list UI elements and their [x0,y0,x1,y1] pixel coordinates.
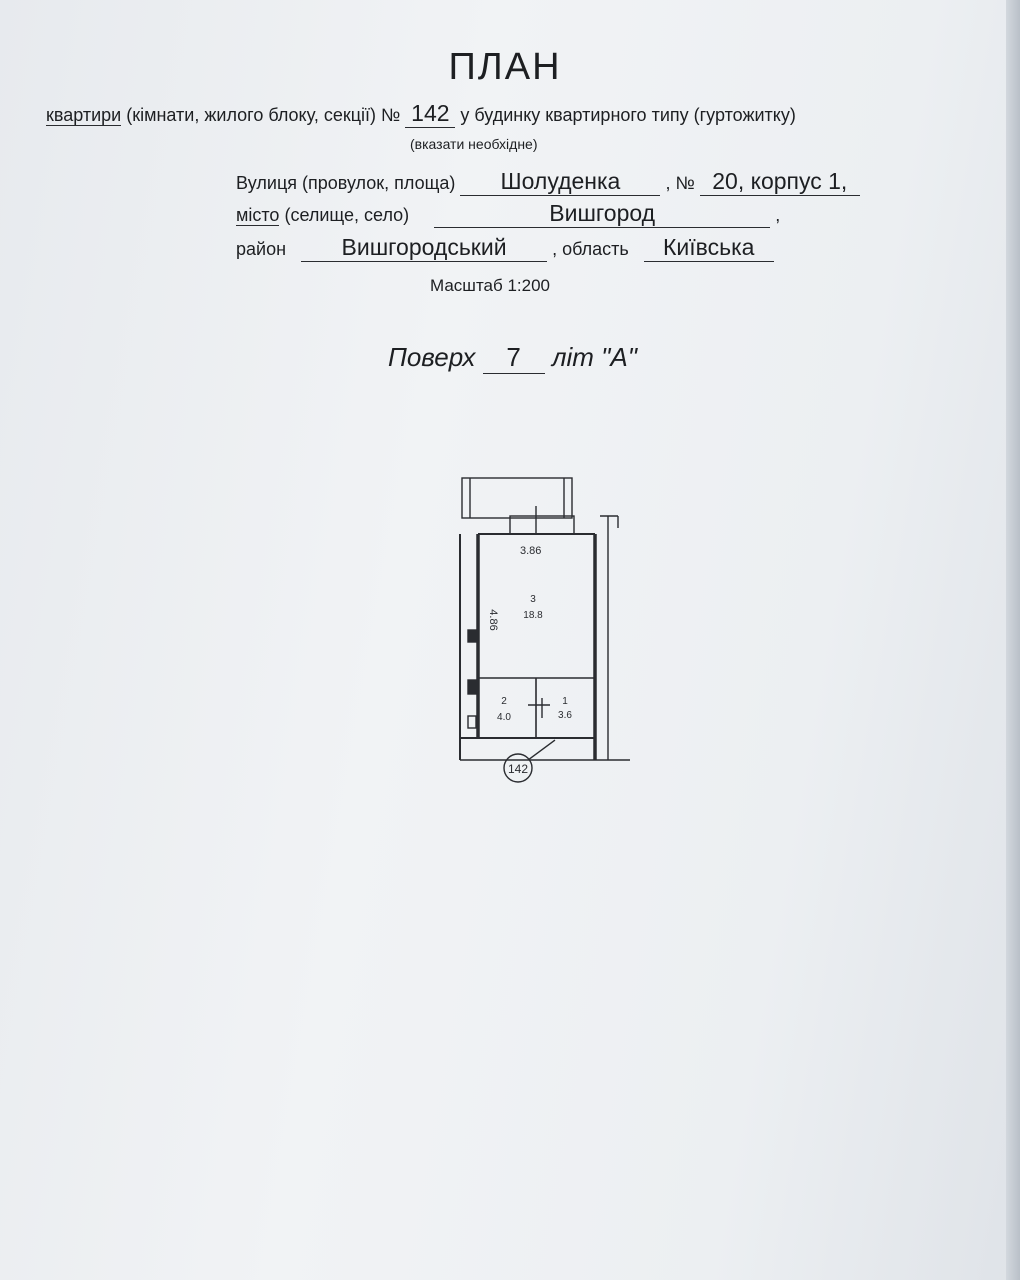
room-2-area: 4.0 [497,712,511,723]
number-label: , № [665,173,695,193]
region-value: Київська [643,234,774,262]
room-2-number: 2 [501,696,507,707]
page-title: ПЛАН [448,46,562,88]
city-label: (селище, село) [284,205,410,225]
dimension-width: 3.86 [520,545,541,557]
floor-label: Поверх [388,342,476,372]
floor-line: Поверх 7 літ "А" [388,342,637,374]
note-text: (вказати необхідне) [410,136,538,152]
district-value: Вишгородський [301,234,548,262]
floor-plan: 3.86 4.86 3 18.8 2 4.0 1 3.6 142 [459,477,630,783]
street-value: Шолуденка [460,168,661,196]
floor-value: 7 [482,342,545,374]
balcony-outline [461,477,573,519]
district-row: район Вишгородський , область Київська [236,234,774,262]
scale-label: Масштаб 1:200 [430,276,550,295]
number-value: 20, корпус 1, [699,168,860,196]
apartment-word: квартири [46,105,122,126]
room-1-number: 1 [562,696,568,707]
city-row: місто (селище, село) Вишгород , [236,200,780,228]
city-comma: , [775,205,781,225]
page-edge [1006,0,1020,1280]
district-label: район [236,239,287,259]
street-row: Вулиця (провулок, площа) Шолуденка , № 2… [236,168,860,196]
region-label: , область [552,239,629,259]
room-3-area: 18.8 [523,610,543,621]
apartment-line: квартири (кімнати, жилого блоку, секції)… [46,100,796,128]
room-1-area: 3.6 [558,710,572,721]
city-word: місто [236,205,280,226]
dimension-length: 4.86 [487,609,499,630]
lit-label: літ "А" [551,342,637,372]
apartment-label: (кімнати, жилого блоку, секції) № [126,105,401,125]
room-3-number: 3 [530,594,536,605]
apartment-number: 142 [405,100,456,128]
street-label: Вулиця (провулок, площа) [236,173,456,193]
building-type: у будинку квартирного типу (гуртожитку) [460,105,796,125]
apartment-tag: 142 [508,762,528,776]
city-value: Вишгород [434,200,771,228]
